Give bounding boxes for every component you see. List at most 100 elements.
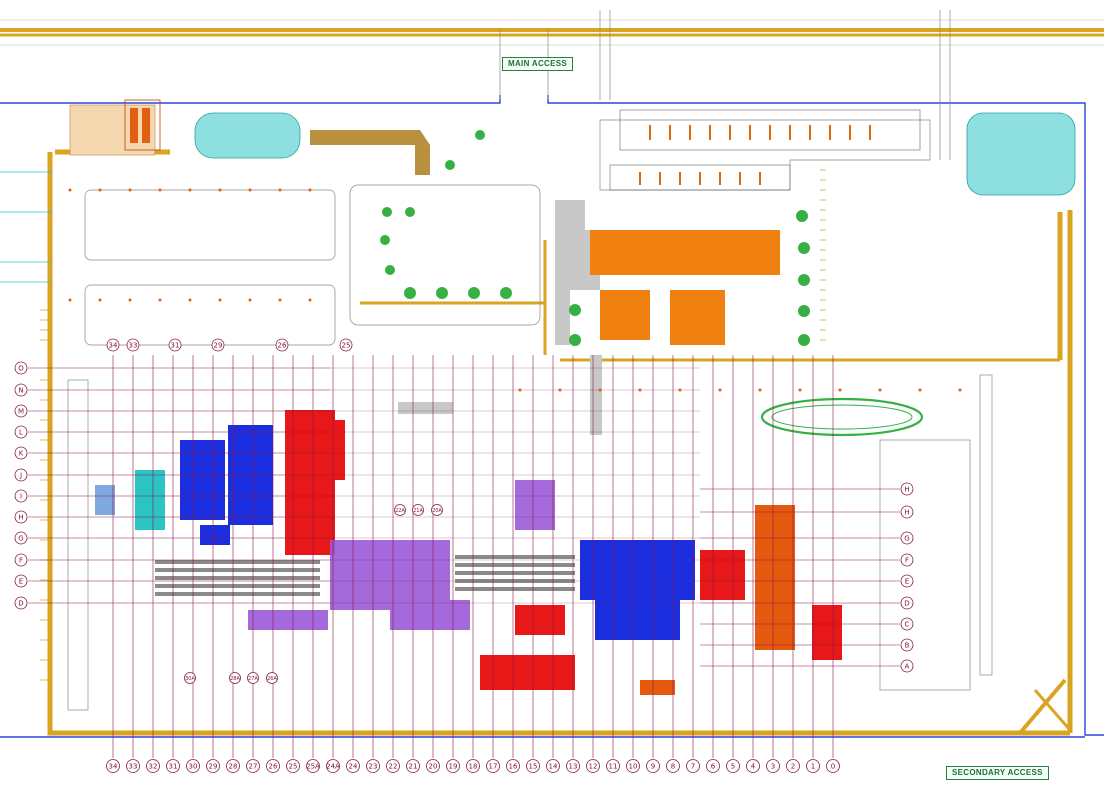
grid-column-label: 1 — [811, 763, 815, 771]
grid-row-bubble — [14, 531, 28, 545]
grid-column-bubble — [646, 759, 660, 773]
grid-column-label: 12 — [589, 763, 598, 771]
grid-row-label: L — [19, 429, 23, 437]
grid-column-label: 25 — [289, 763, 298, 771]
secondary-road-diagonal — [1018, 678, 1067, 735]
grid-row-bubble-right — [900, 638, 914, 652]
grid-special-bubble — [266, 672, 278, 684]
area-purple-centre — [248, 480, 555, 630]
grid-column-bubble — [706, 759, 720, 773]
grid-column-label: 10 — [629, 763, 638, 771]
grid-row-label: H — [18, 514, 23, 522]
grid-column-bubble — [486, 759, 500, 773]
grid-row-label-right: H — [904, 509, 909, 517]
grid-column-bubble — [286, 759, 300, 773]
grid-column-bubble — [626, 759, 640, 773]
grid-column-label: 13 — [569, 763, 578, 771]
grid-column-label: 18 — [469, 763, 478, 771]
grid-row-label: D — [18, 600, 23, 608]
grid-row-label-right: C — [905, 621, 910, 629]
road-outlines — [67, 10, 993, 711]
grid-row-bubble — [14, 404, 28, 418]
grid-column-label: 3 — [771, 763, 775, 771]
area-red-right — [480, 505, 842, 695]
grid-row-label-right: G — [904, 535, 909, 543]
grid-top-label: 33 — [129, 342, 138, 350]
grid-column-bubble — [106, 759, 120, 773]
grid-row-bubble — [14, 596, 28, 610]
grid-column-bubble — [526, 759, 540, 773]
grid-special-bubble — [184, 672, 196, 684]
grid-column-bubble — [206, 759, 220, 773]
grid-column-bubble — [166, 759, 180, 773]
grid-column-label: 9 — [651, 763, 655, 771]
grid-row-label-right: D — [904, 600, 909, 608]
grid-column-label: 33 — [129, 763, 138, 771]
grid-column-bubble — [186, 759, 200, 773]
grid-row-bubble — [14, 510, 28, 524]
structural-grid-lines — [28, 355, 900, 758]
grid-top-bubble — [168, 338, 182, 352]
grid-top-label: 29 — [214, 342, 223, 350]
grid-row-bubble — [14, 361, 28, 375]
grid-column-label: 26 — [269, 763, 278, 771]
area-blue-left — [180, 425, 273, 545]
grid-column-label: 21 — [409, 763, 418, 771]
grid-row-label-right: F — [905, 557, 909, 565]
inner-roads — [360, 240, 1072, 731]
grid-column-bubble — [546, 759, 560, 773]
grid-row-label: G — [18, 535, 23, 543]
grid-top-bubble — [126, 338, 140, 352]
tree-icons — [380, 130, 810, 346]
grid-column-bubble — [126, 759, 140, 773]
grid-column-bubble — [506, 759, 520, 773]
grid-column-label: 15 — [529, 763, 538, 771]
grid-column-label: 7 — [691, 763, 695, 771]
grid-top-label: 25 — [342, 342, 351, 350]
grid-column-bubble — [666, 759, 680, 773]
grid-row-bubble — [14, 468, 28, 482]
grid-column-bubble — [306, 759, 320, 773]
area-blue-centre — [580, 540, 695, 640]
grid-row-bubble — [14, 383, 28, 397]
grid-column-bubble — [326, 759, 340, 773]
retention-ponds — [194, 112, 1076, 437]
grid-row-bubble — [14, 553, 28, 567]
area-red-left — [285, 410, 345, 555]
grid-top-bubble — [275, 338, 289, 352]
grid-special-label: 21A — [413, 508, 423, 514]
area-orange-admin — [590, 230, 780, 345]
grid-column-label: 4 — [751, 763, 756, 771]
berm — [69, 99, 430, 175]
grid-row-bubble-right — [900, 596, 914, 610]
grid-top-label: 31 — [171, 342, 180, 350]
grid-column-label: 25A — [306, 763, 320, 771]
grid-row-label-right: A — [905, 663, 910, 671]
grid-column-label: 8 — [671, 763, 675, 771]
grid-column-label: 6 — [711, 763, 716, 771]
grid-column-bubble — [226, 759, 240, 773]
grid-special-label: 27A — [248, 676, 258, 682]
grid-row-label-right: B — [905, 642, 910, 650]
grid-column-label: 2 — [791, 763, 795, 771]
grid-column-label: 20 — [429, 763, 438, 771]
grid-column-bubble — [806, 759, 820, 773]
grid-column-label: 22 — [389, 763, 398, 771]
grid-column-bubble — [266, 759, 280, 773]
grid-row-label-right: H — [904, 486, 909, 494]
grid-column-label: 29 — [209, 763, 218, 771]
grid-row-label: J — [19, 472, 22, 480]
grid-special-label: 26A — [267, 676, 277, 682]
grid-row-bubble-right — [900, 574, 914, 588]
grid-top-bubble — [106, 338, 120, 352]
secondary-access-label: SECONDARY ACCESS — [946, 766, 1049, 780]
grid-column-bubble — [606, 759, 620, 773]
grid-top-label: 34 — [109, 342, 118, 350]
grid-top-label: 26 — [278, 342, 287, 350]
grid-column-label: 0 — [831, 763, 835, 771]
grid-column-label: 24A — [326, 763, 340, 771]
grid-column-label: 24 — [349, 763, 358, 771]
grid-column-label: 23 — [369, 763, 378, 771]
grid-row-bubble-right — [900, 659, 914, 673]
grid-row-bubble — [14, 446, 28, 460]
